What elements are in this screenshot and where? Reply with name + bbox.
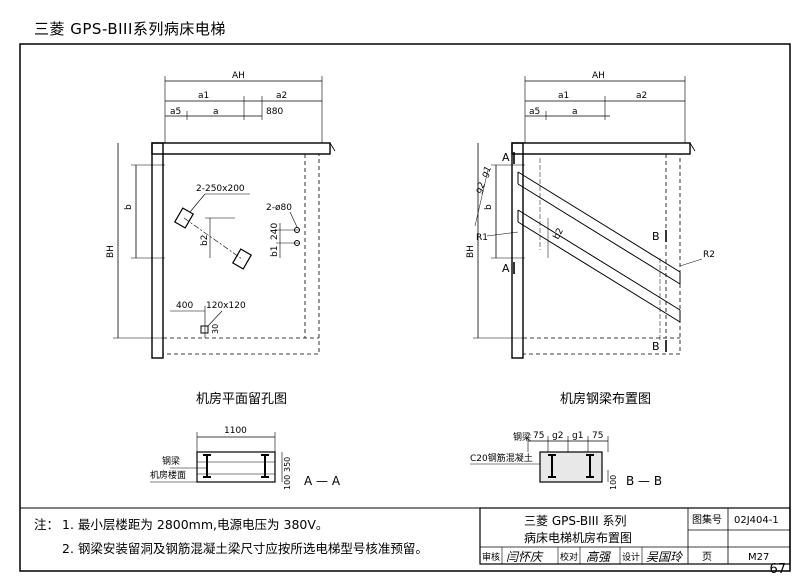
beam-dim-g1: g1 [480, 165, 494, 180]
beam-view-title: 机房钢梁布置图 [560, 391, 651, 407]
beam-dim-a2: a2 [636, 91, 647, 101]
note-item-1: 1. 最小层楼距为 2800mm,电源电压为 380V。 [62, 517, 329, 532]
aa-beam-left [203, 454, 211, 478]
bb-dim-g2: g2 [552, 431, 563, 441]
tb-atlas-label: 图集号 [692, 513, 722, 526]
beam-dim-ah: AH [592, 71, 605, 81]
plan-wall-left [151, 142, 164, 359]
plan-dim-ah: AH [232, 71, 245, 81]
bb-dim-75-left: 75 [533, 431, 544, 441]
beam-label-r1: R1 [476, 233, 488, 243]
steel-beams [517, 158, 681, 340]
plan-dim-a: a [213, 107, 219, 117]
bb-label-concrete: C20钢筋混凝土 [470, 452, 533, 464]
plan-dim-240: 240 [270, 223, 280, 240]
plan-dim-880: 880 [266, 107, 283, 117]
beam-dim-bh: BH [466, 245, 476, 258]
beam-dim-a: a [572, 107, 578, 117]
plan-dim-400: 400 [176, 301, 193, 311]
beam-label-r2: R2 [703, 250, 715, 260]
plan-hole-rope-2 [231, 248, 253, 270]
plan-view-title: 机房平面留孔图 [196, 391, 287, 407]
beam-section-mark-b-top: B [652, 230, 660, 243]
aa-dim-1100: 1100 [224, 426, 247, 436]
plan-hole-label-d80: 2-ø80 [266, 203, 292, 213]
beam-view: AH a1 a2 a5 a BH b [466, 71, 715, 407]
beam-dim-g2: g2 [474, 181, 488, 196]
section-bb: 75 g2 g1 75 钢梁 C20钢筋混凝土 100 B — B [470, 431, 662, 490]
plan-dim-a5: a5 [170, 107, 181, 117]
aa-dim-350: 350 [283, 457, 292, 472]
beam-section-mark-a-top: A [502, 151, 510, 164]
tb-title-line2: 病床电梯机房布置图 [524, 530, 632, 545]
tb-review-label: 审核 [482, 551, 500, 563]
beam-section-mark-b-bottom: B [652, 340, 660, 353]
tb-review-signature: 闫怀庆 [506, 550, 544, 564]
plan-dim-b: b [124, 204, 134, 210]
plan-dim-30: 30 [211, 324, 220, 334]
beam-dim-a5: a5 [529, 107, 540, 117]
beam-section-mark-a-bottom: A [502, 262, 510, 275]
beam-shaft-outline [522, 153, 681, 355]
plan-wall-top [151, 142, 331, 155]
tb-page-label: 页 [702, 551, 712, 563]
page-header-title: 三菱 GPS-BIII系列病床电梯 [34, 20, 226, 38]
note-item-2: 2. 钢梁安装留洞及钢筋混凝土梁尺寸应按所选电梯型号核准预留。 [62, 541, 428, 556]
section-aa-label: A — A [304, 474, 341, 488]
plan-dim-b1: b1 [270, 246, 280, 257]
bb-label-beam: 钢梁 [513, 431, 531, 443]
beam-wall-top [511, 142, 691, 155]
drawing-frame [19, 43, 791, 572]
aa-label-floor: 机房楼面 [150, 469, 186, 481]
section-bb-label: B — B [626, 474, 662, 488]
tb-check-label: 校对 [560, 551, 578, 563]
notes-label: 注： [34, 517, 60, 532]
beam-dim-a1: a1 [558, 91, 569, 101]
plan-hole-label-120x120: 120x120 [206, 301, 246, 311]
tb-design-label: 设计 [622, 551, 640, 563]
tb-atlas-no: 02J404-1 [734, 515, 779, 526]
bb-dim-75-right: 75 [592, 431, 603, 441]
beam-dim-b: b [484, 204, 494, 210]
plan-hole-rope-1 [173, 207, 195, 229]
tb-check-signature: 高强 [586, 550, 611, 564]
tb-design-signature: 吴国玲 [646, 550, 684, 564]
title-block: 三菱 GPS-BIII 系列 病床电梯机房布置图 图集号 02J404-1 审核… [479, 507, 791, 565]
tb-title-line1: 三菱 GPS-BIII 系列 [524, 514, 627, 528]
bb-dim-g1: g1 [572, 431, 583, 441]
tb-page-no: M27 [748, 552, 769, 563]
bb-dim-100: 100 [609, 475, 618, 490]
aa-dim-100: 100 [283, 475, 292, 490]
aa-beam-right [261, 454, 269, 478]
plan-shaft-outline [162, 153, 320, 355]
aa-label-beam: 钢梁 [162, 455, 180, 467]
plan-hole-governor [200, 325, 209, 334]
plan-dim-a1: a1 [198, 91, 209, 101]
plan-hole-label-250x200: 2-250x200 [196, 184, 245, 194]
beam-dim-b2: b2 [552, 227, 566, 242]
plan-dim-bh: BH [106, 245, 116, 258]
aa-concrete-block [196, 451, 276, 483]
bb-beam-right [586, 454, 594, 478]
bb-beam-left [548, 454, 556, 478]
section-aa: 1100 钢梁 机房楼面 350 100 A — A [150, 426, 341, 490]
page-number: 67 [769, 562, 786, 577]
plan-dim-a2: a2 [276, 91, 287, 101]
plan-dim-b2: b2 [200, 235, 210, 246]
plan-view: AH a1 a2 a5 a 880 BH b [106, 71, 336, 407]
